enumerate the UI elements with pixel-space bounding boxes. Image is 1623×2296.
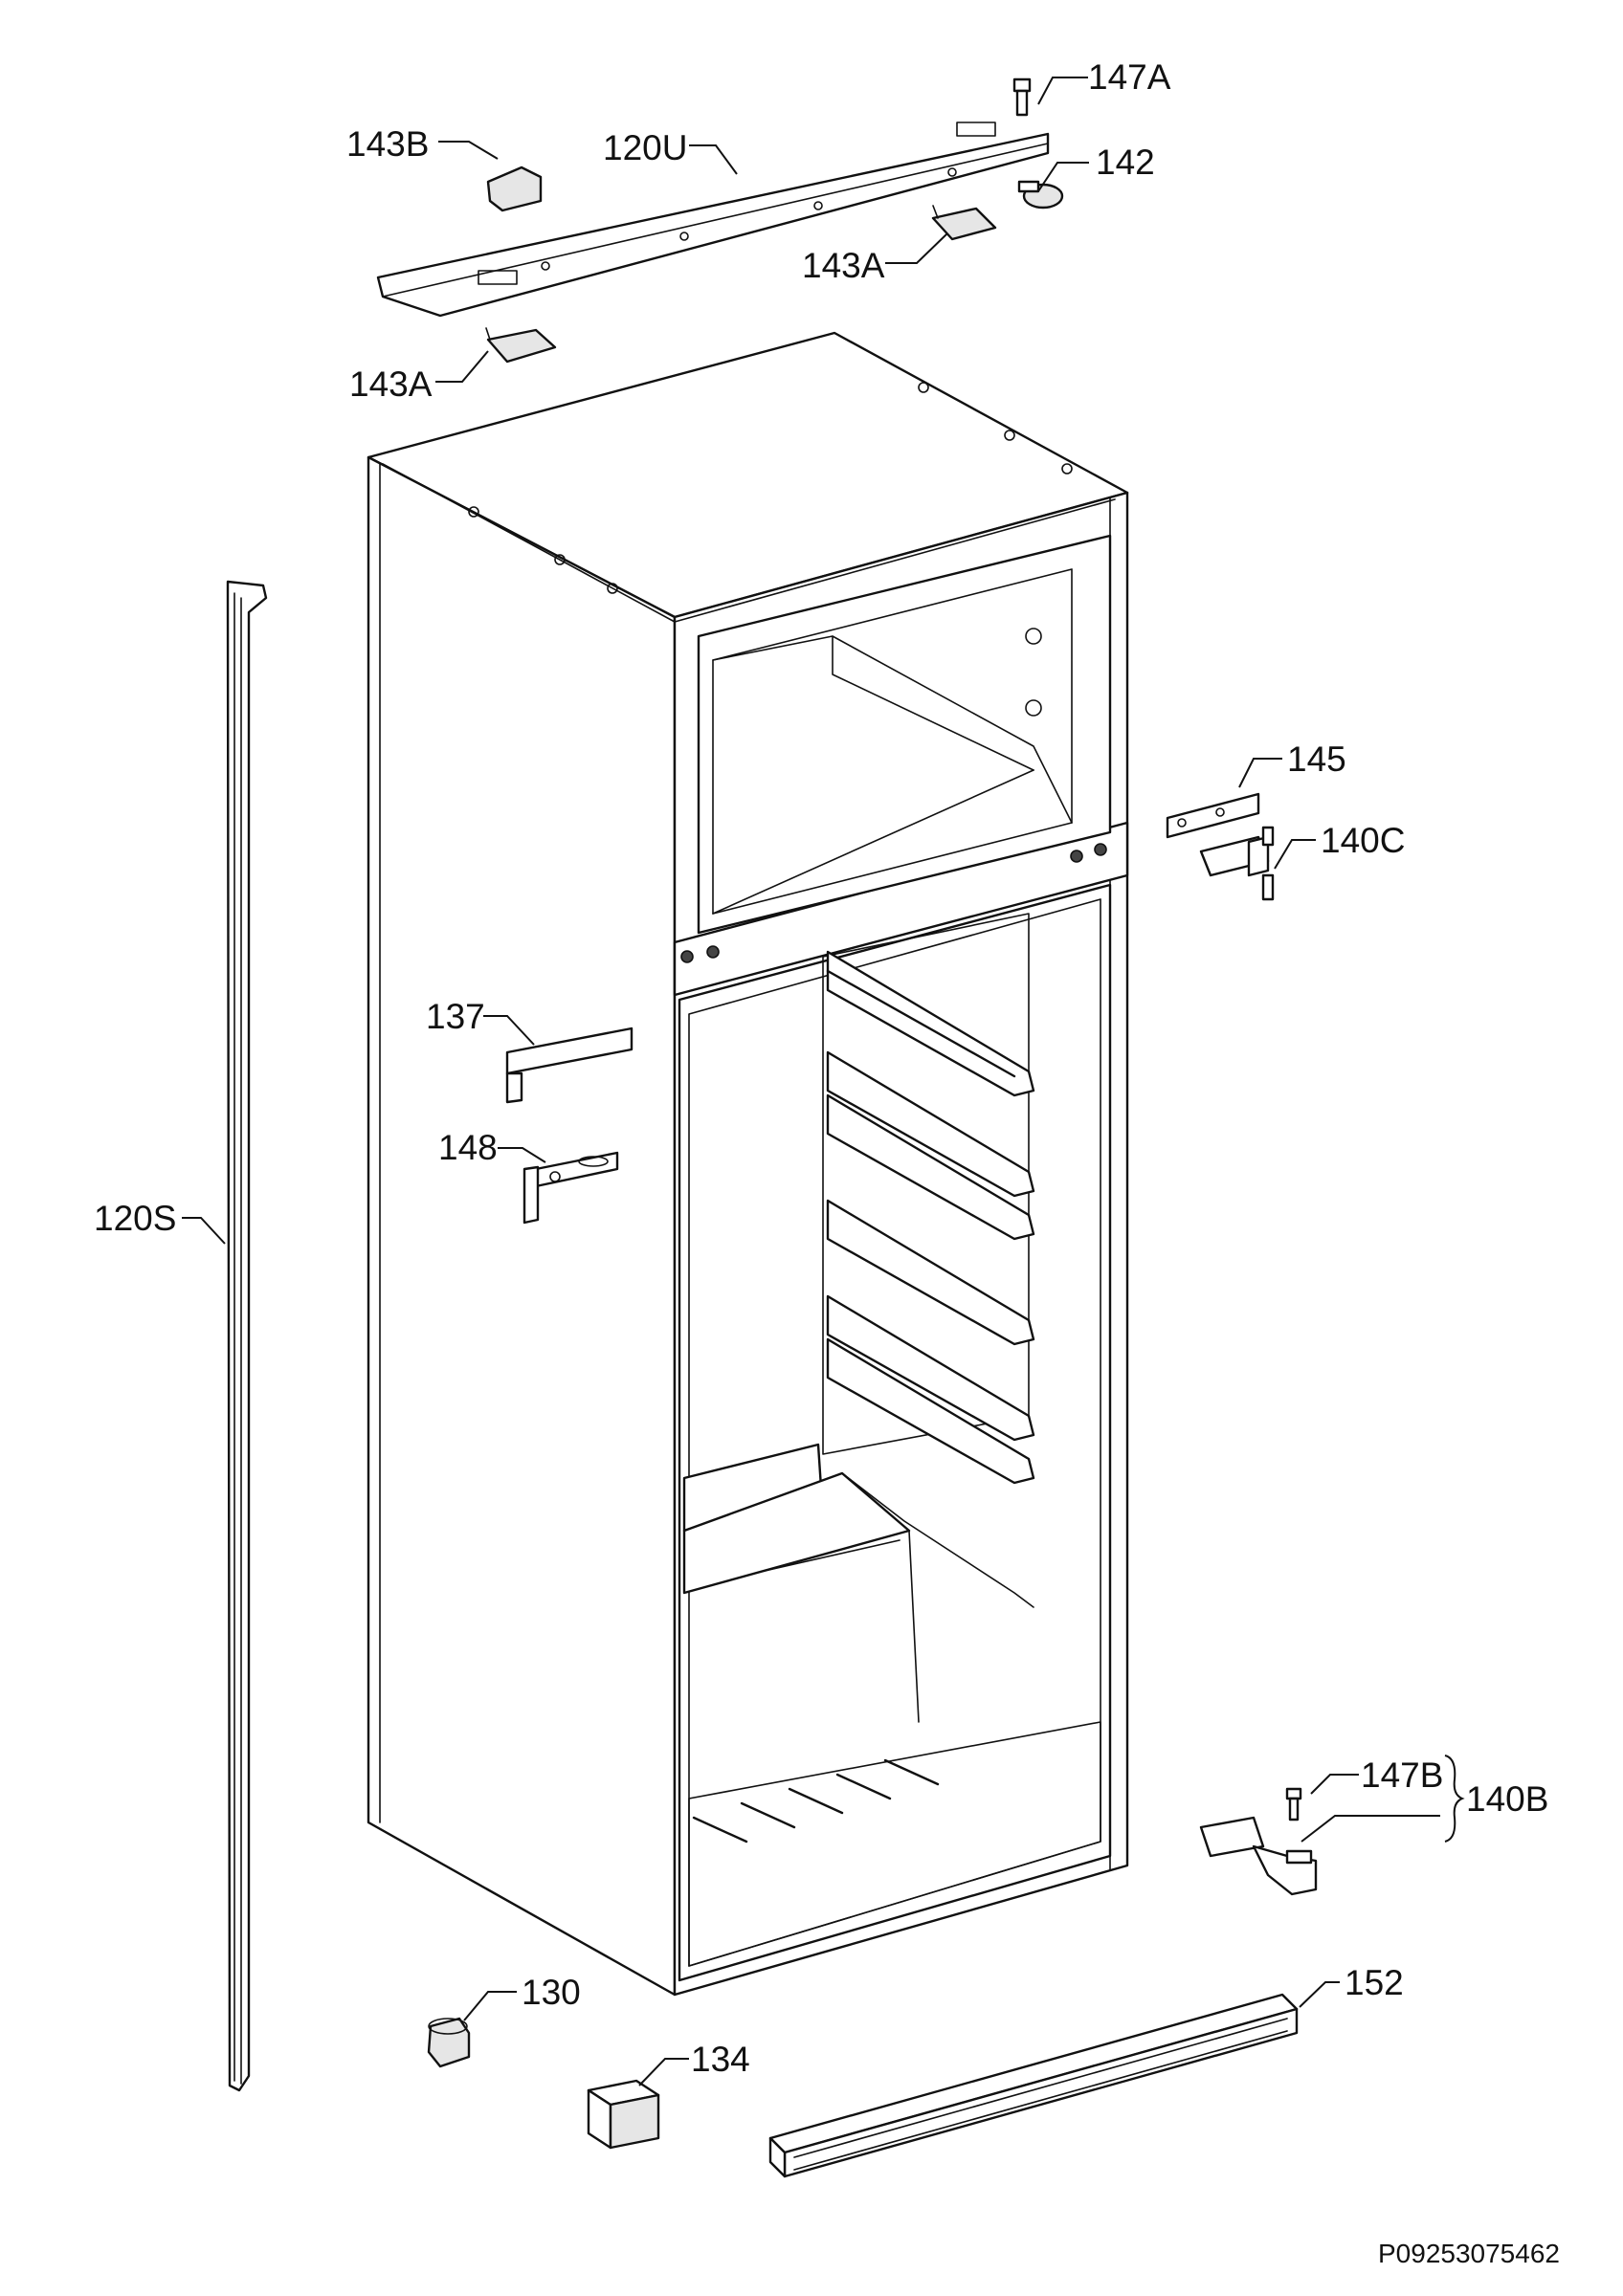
hinge-140b [1199, 1816, 1318, 1896]
label-134: 134 [691, 2040, 750, 2079]
bush-142 [1017, 180, 1064, 210]
hinge-140c [1199, 826, 1275, 901]
cap-143a-left [485, 327, 557, 364]
grille-152 [768, 1993, 1299, 2178]
top-holes [468, 382, 1073, 594]
bracket-148 [522, 1151, 619, 1225]
label-152: 152 [1345, 1963, 1404, 2002]
label-148: 148 [438, 1128, 498, 1167]
label-147b: 147B [1361, 1755, 1443, 1795]
block-134 [587, 2079, 660, 2150]
screw-147a [1012, 77, 1032, 117]
label-120s: 120S [94, 1199, 176, 1238]
label-137: 137 [426, 997, 485, 1036]
cap-143b [486, 166, 543, 212]
label-145: 145 [1287, 740, 1346, 779]
part-labels: 147A 143B 120U 142 143A 143A 145 140C 13… [94, 57, 1560, 2268]
label-143a-left: 143A [349, 364, 433, 404]
label-140b: 140B [1466, 1779, 1548, 1819]
leader-lines [182, 77, 1465, 2086]
label-130: 130 [522, 1973, 581, 2012]
cap-143a-top [931, 205, 997, 241]
label-140c: 140C [1321, 821, 1405, 860]
cabinet-body [367, 331, 1129, 1997]
label-142: 142 [1096, 143, 1155, 182]
shelf-supports [826, 950, 1035, 1485]
label-120u: 120U [603, 128, 687, 167]
diagram-code: P09253075462 [1378, 2239, 1560, 2268]
label-143a-top: 143A [802, 246, 885, 285]
foot-130 [427, 2017, 471, 2068]
label-143b: 143B [346, 124, 429, 164]
top-hinge-rail [376, 121, 1050, 318]
label-147a: 147A [1088, 57, 1171, 97]
screw-147b [1285, 1787, 1302, 1821]
floor-ridges [692, 1758, 940, 1843]
bracket-137 [505, 1027, 634, 1104]
strip-120s [226, 580, 268, 2092]
plate-145 [1166, 792, 1260, 839]
